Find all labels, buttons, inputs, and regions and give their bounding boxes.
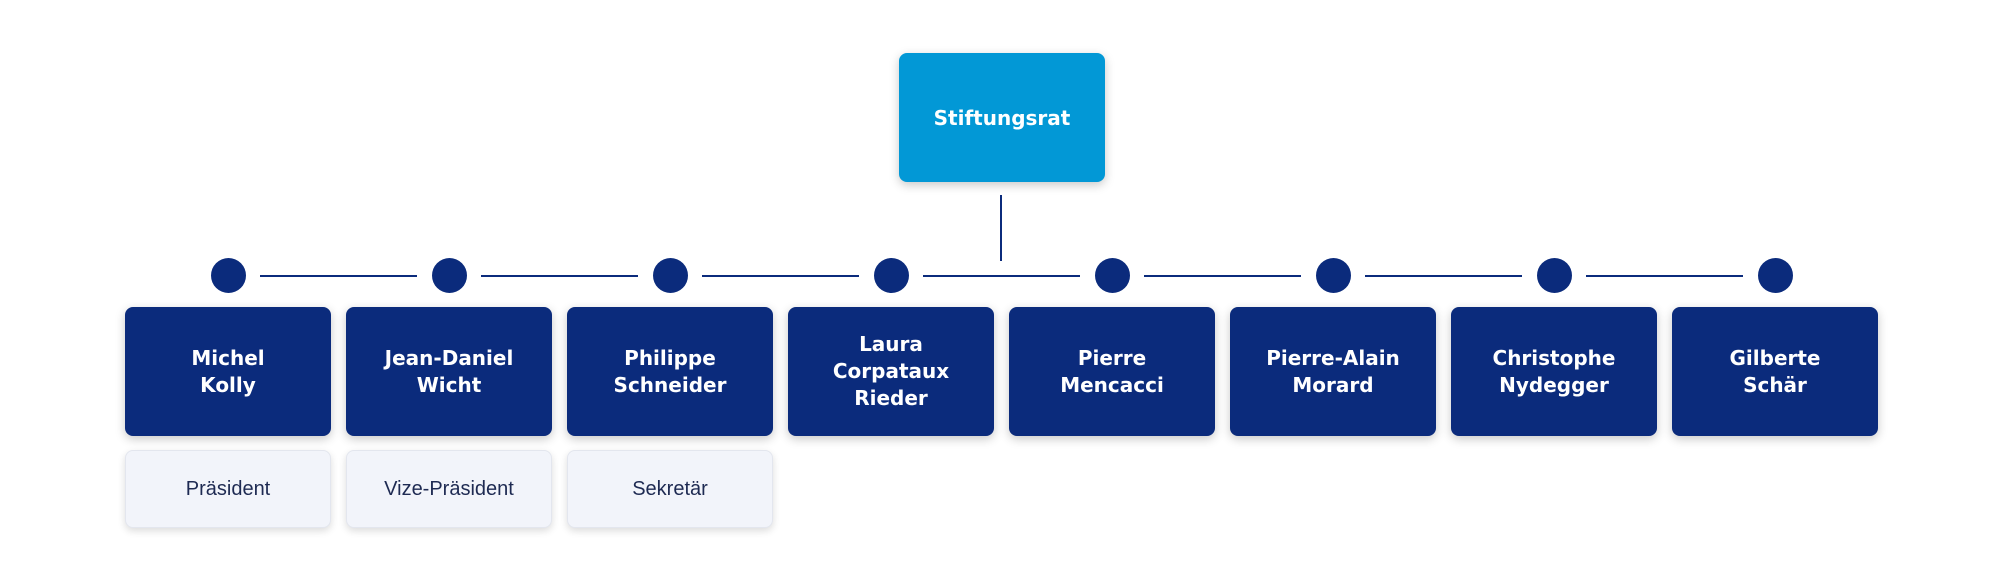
member-card: Pierre-Alain Morard — [1230, 307, 1436, 436]
member-name: Gilberte Schär — [1729, 345, 1821, 397]
member-role-label: Sekretär — [632, 477, 708, 500]
member-card: Pierre Mencacci — [1009, 307, 1215, 436]
root-node-label: Stiftungsrat — [933, 105, 1071, 130]
connector-dot — [431, 258, 467, 293]
member-role-label: Vize-Präsident — [384, 477, 514, 500]
member-card: Michel Kolly — [125, 307, 331, 436]
root-connector-line — [1000, 195, 1002, 261]
member-name: Michel Kolly — [191, 345, 265, 397]
connector-line — [702, 275, 859, 277]
member-card: Gilberte Schär — [1672, 307, 1878, 436]
root-node-stiftungsrat: Stiftungsrat — [899, 53, 1105, 182]
member-name: Laura Corpataux Rieder — [832, 332, 950, 410]
connector-dot — [873, 258, 909, 293]
member-name: Pierre-Alain Morard — [1266, 345, 1400, 397]
member-role-label: Präsident — [185, 477, 271, 500]
connector-dot — [1315, 258, 1351, 293]
connector-line — [923, 275, 1080, 277]
member-name: Philippe Schneider — [613, 345, 727, 397]
connector-dot — [210, 258, 246, 293]
member-role-card: Präsident — [125, 450, 331, 528]
connector-line — [481, 275, 638, 277]
member-card: Philippe Schneider — [567, 307, 773, 436]
member-role-card: Sekretär — [567, 450, 773, 528]
connector-line — [1144, 275, 1301, 277]
member-name: Pierre Mencacci — [1060, 345, 1164, 397]
connector-line — [1586, 275, 1743, 277]
connector-dot — [1094, 258, 1130, 293]
connector-dot — [652, 258, 688, 293]
connector-line — [260, 275, 417, 277]
member-role-card: Vize-Präsident — [346, 450, 552, 528]
connector-dot — [1536, 258, 1572, 293]
connector-dot — [1757, 258, 1793, 293]
member-name: Jean-Daniel Wicht — [384, 345, 514, 397]
connector-line — [1365, 275, 1522, 277]
member-name: Christophe Nydegger — [1492, 345, 1616, 397]
member-card: Laura Corpataux Rieder — [788, 307, 994, 436]
member-card: Jean-Daniel Wicht — [346, 307, 552, 436]
member-card: Christophe Nydegger — [1451, 307, 1657, 436]
